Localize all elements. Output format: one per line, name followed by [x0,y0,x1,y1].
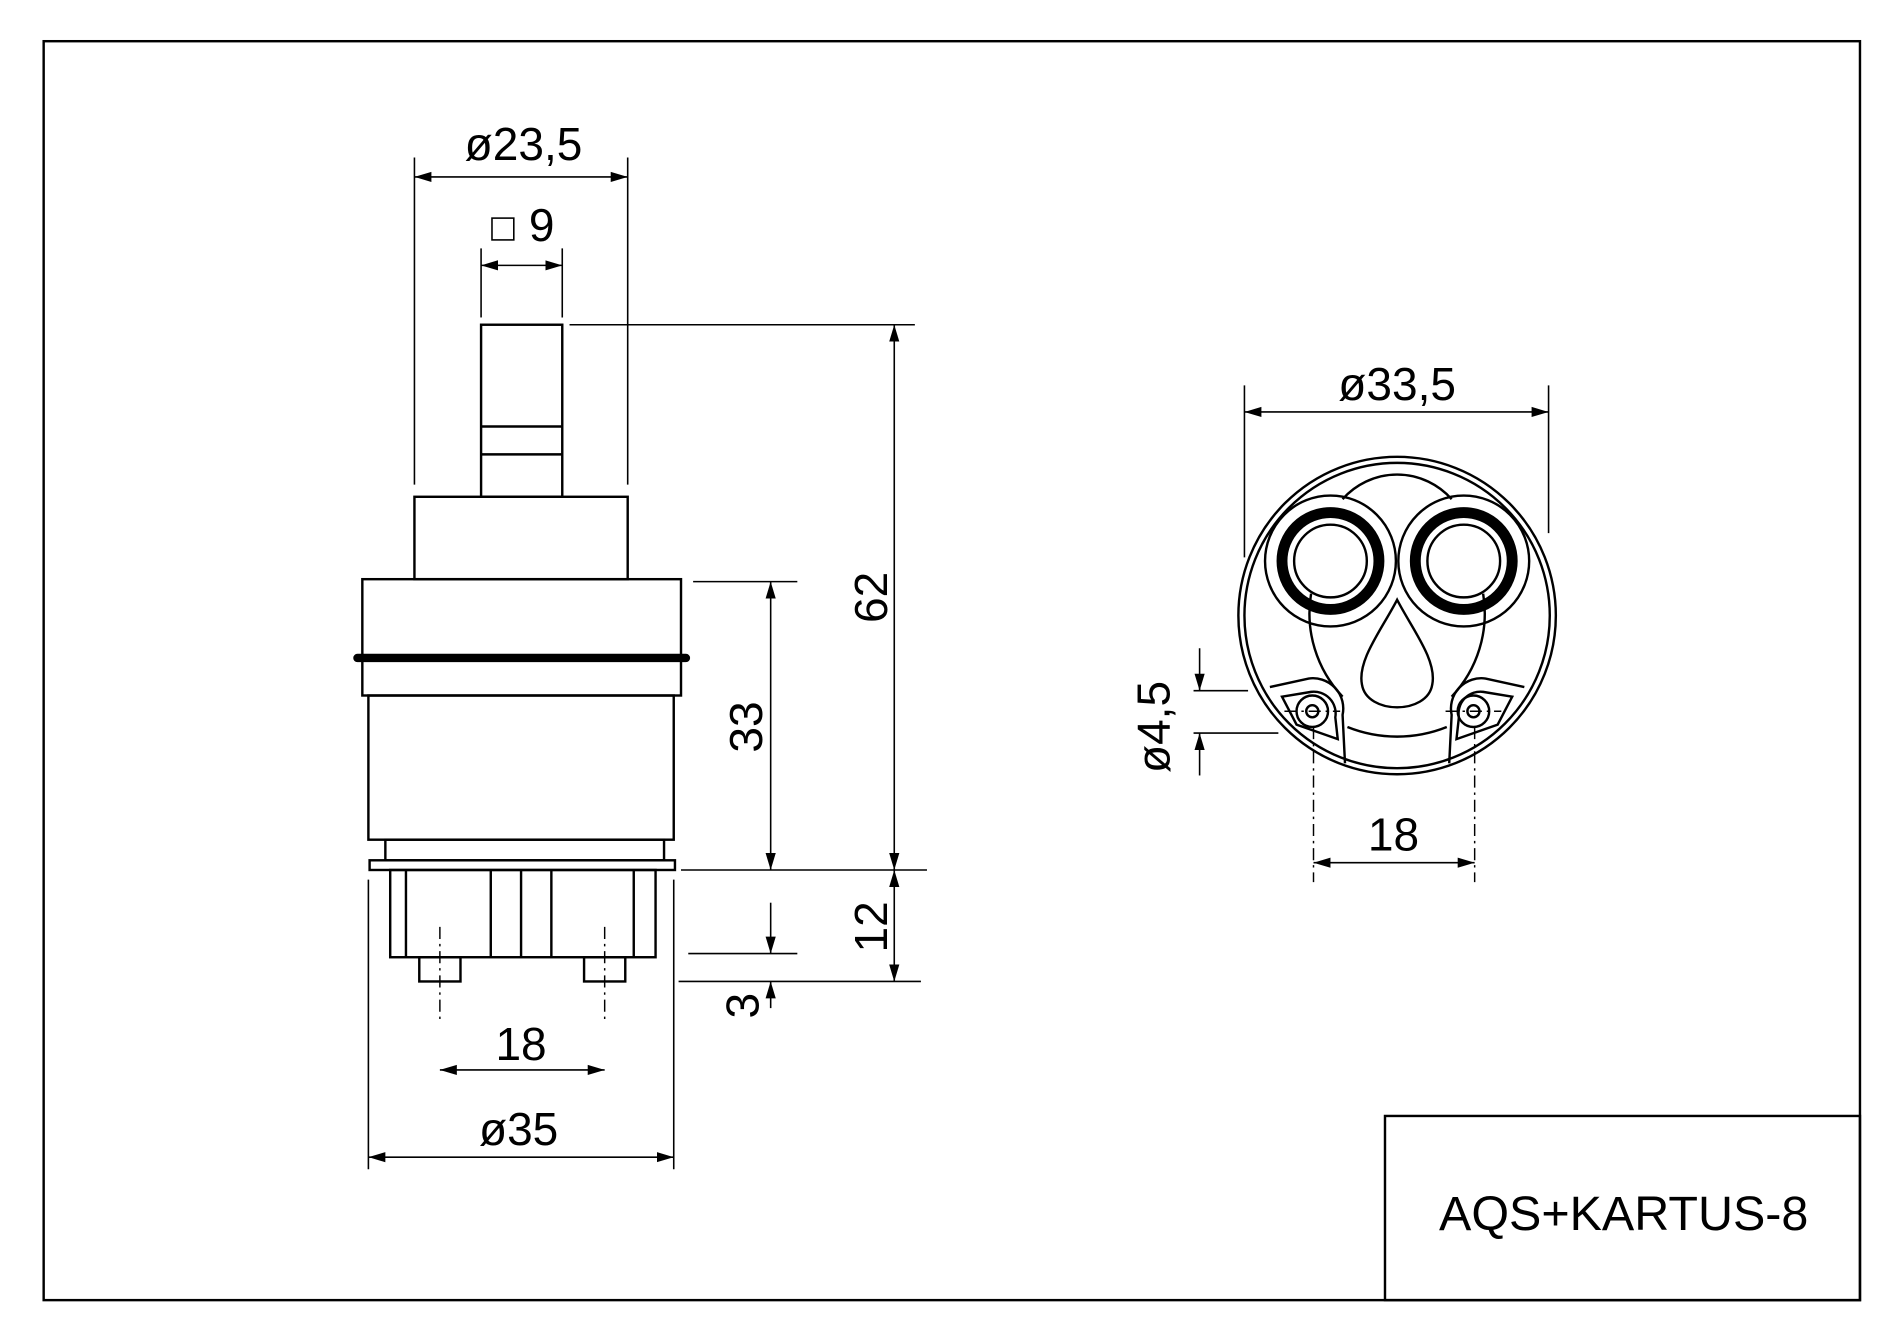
title-block: AQS+KARTUS-8 [1383,1114,1862,1302]
bottom-view: ø33,5 [1127,358,1558,883]
svg-text:9: 9 [529,199,555,251]
svg-text:12: 12 [845,901,897,952]
side-view: ø23,5 9 62 33 12 [353,118,927,1170]
svg-text:62: 62 [845,572,897,623]
svg-text:3: 3 [717,993,769,1019]
drawing-frame [42,39,1862,1302]
dim-body-height: 33 [693,580,798,870]
cartridge-bottom [1237,455,1558,776]
svg-text:18: 18 [495,1018,546,1070]
dim-hole-diameter: ø4,5 [1127,648,1279,776]
part-name: AQS+KARTUS-8 [1439,1187,1808,1241]
svg-text:ø33,5: ø33,5 [1338,358,1456,410]
dim-pin-spacing: 18 [439,1018,605,1076]
dim-body-diameter: ø35 [367,879,675,1170]
dim-total-height: 62 [569,323,915,870]
svg-text:ø35: ø35 [479,1103,558,1155]
dim-square: 9 [480,199,564,318]
dim-hole-spacing: 18 [1312,727,1476,883]
dim-stem-diameter: ø23,5 [413,118,629,485]
svg-text:ø23,5: ø23,5 [465,118,583,170]
dim-pin-height: 3 [688,902,798,1019]
square-symbol-icon [491,217,515,241]
svg-text:18: 18 [1368,809,1419,861]
cartridge-body [353,323,691,1024]
teardrop-port [1360,597,1435,709]
dim-base-height: 12 [678,869,921,983]
dim-outer-diameter: ø33,5 [1243,358,1550,558]
svg-text:33: 33 [720,701,772,752]
svg-text:ø4,5: ø4,5 [1127,681,1179,773]
